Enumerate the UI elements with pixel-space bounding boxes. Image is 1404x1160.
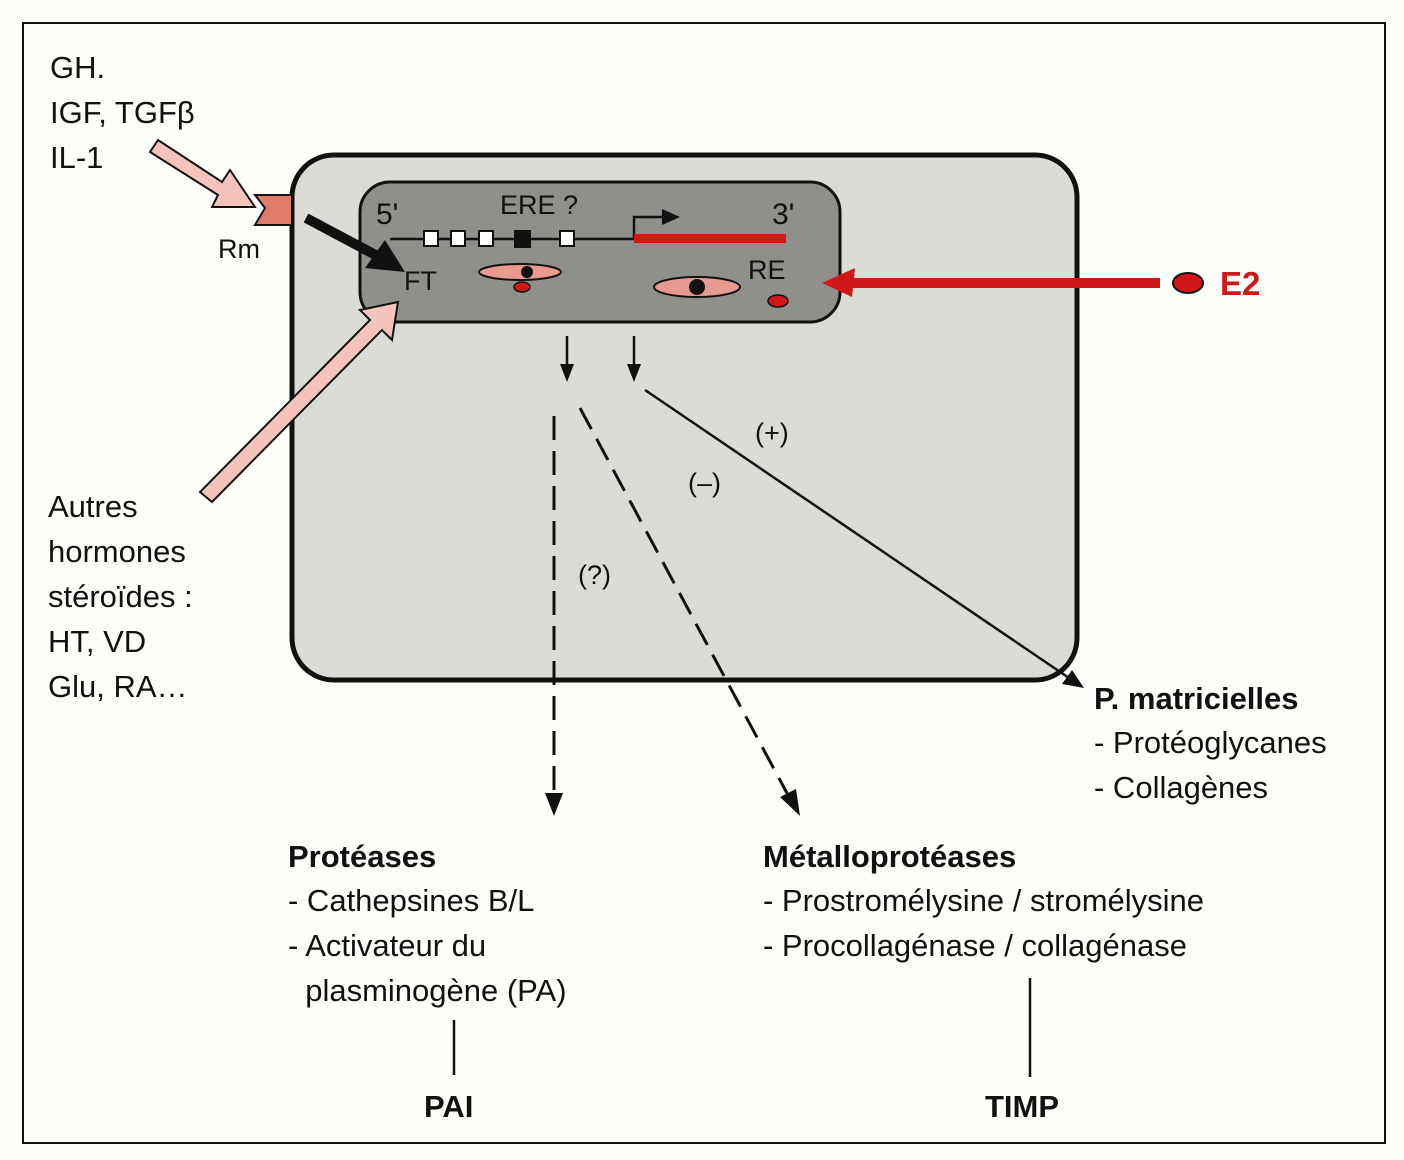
metalloprotease-item: - Prostromélysine / stromélysine — [763, 883, 1205, 918]
figure-frame — [22, 22, 1386, 1144]
re-ligand-icon — [767, 294, 789, 308]
matrix-proteins-title: P. matricielles — [1094, 681, 1299, 716]
ere-label: ERE ? — [500, 190, 579, 220]
ere-boxes — [423, 230, 575, 248]
protease-item: - Activateur du — [288, 928, 487, 963]
steroid-line-2: hormones — [48, 534, 186, 569]
re-label: RE — [748, 255, 786, 285]
steroid-line-1: Autres — [48, 489, 138, 524]
three-prime-label: 3' — [772, 198, 795, 231]
signal-arrowhead-icon — [365, 240, 405, 272]
input-growth-hormone: GH. — [50, 50, 106, 85]
transcription-factor-complex — [478, 263, 562, 281]
tf-ligand-icon — [513, 281, 531, 293]
steroid-arrow-icon — [198, 300, 400, 504]
protease-arrowhead-icon — [545, 793, 563, 816]
ere-box — [423, 230, 439, 247]
matrix-arrowhead-icon — [1062, 670, 1084, 688]
steroid-line-3: stéroïdes : — [48, 579, 193, 614]
matrix-protein-item: - Protéoglycanes — [1094, 725, 1327, 760]
metalloprotease-item: - Procollagénase / collagénase — [763, 928, 1187, 963]
ere-box — [450, 230, 466, 247]
tf-dot-icon — [521, 266, 533, 278]
output-arrowhead-right-icon — [627, 364, 641, 382]
ere-box — [559, 230, 575, 247]
effect-plus: (+) — [755, 418, 789, 448]
protease-item: plasminogène (PA) — [288, 973, 567, 1008]
er-dot-icon — [689, 279, 705, 295]
transcription-start-arrow — [632, 215, 665, 239]
output-arrowhead-left-icon — [560, 364, 574, 382]
steroid-line-5: Glu, RA… — [48, 669, 188, 704]
matrix-pathway-line — [644, 388, 1073, 682]
estrogen-label: E2 — [1220, 265, 1261, 302]
estrogen-arrow — [850, 278, 1160, 288]
effect-unknown: (?) — [578, 560, 611, 590]
metalloproteases-title: Métalloprotéases — [763, 839, 1017, 874]
estrogen-arrowhead-icon — [822, 268, 855, 297]
ft-label: FT — [404, 266, 437, 296]
transcription-arrowhead-icon — [662, 209, 680, 225]
five-prime-label: 5' — [376, 198, 399, 231]
effect-minus: (–) — [688, 468, 721, 498]
input-il1: IL-1 — [50, 140, 104, 175]
metalloprotease-arrowhead-icon — [780, 789, 800, 816]
pai-label: PAI — [424, 1089, 474, 1124]
proteases-title: Protéases — [288, 839, 437, 874]
membrane-receptor-label: Rm — [218, 234, 260, 264]
ere-box-filled — [514, 230, 531, 248]
coding-region — [634, 234, 786, 243]
signal-arrow — [303, 213, 388, 265]
membrane-receptor-icon — [252, 194, 293, 226]
growth-factor-arrow-icon — [148, 138, 257, 208]
steroid-line-4: HT, VD — [48, 624, 147, 659]
protease-item: - Cathepsines B/L — [288, 883, 535, 918]
input-igf-tgf: IGF, TGFβ — [50, 95, 195, 130]
ere-box — [478, 230, 494, 247]
timp-label: TIMP — [985, 1089, 1060, 1124]
metalloprotease-pathway-line — [578, 407, 790, 796]
matrix-protein-item: - Collagènes — [1094, 770, 1269, 805]
estrogen-molecule-icon — [1172, 272, 1204, 294]
